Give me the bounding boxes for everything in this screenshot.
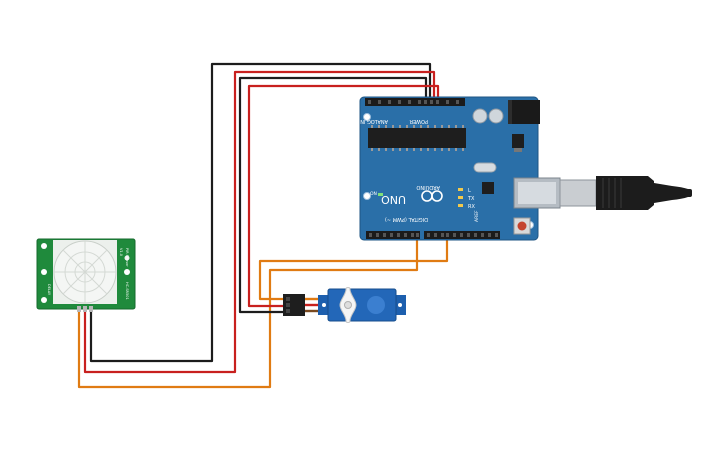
usb-cable[interactable] — [559, 176, 692, 210]
usb-plug-grip — [602, 178, 622, 208]
wire-pir-out[interactable] — [77, 230, 419, 389]
capacitor — [488, 108, 504, 124]
atmega-chip — [368, 128, 466, 148]
usb-controller-chip — [482, 182, 494, 194]
wires — [77, 62, 449, 389]
servo-motor[interactable] — [283, 287, 406, 323]
servo-mount-hole — [322, 303, 326, 307]
pir-mid-label: V1.0 — [119, 248, 123, 256]
arduino-model: UNO — [381, 193, 406, 206]
pir-top-label: PIR Sensor — [125, 248, 129, 267]
label-on: ON — [370, 191, 377, 197]
pir-mount-hole — [124, 269, 130, 275]
servo-leads — [305, 297, 318, 313]
led-l — [458, 188, 463, 191]
wire-pir-vcc[interactable] — [83, 70, 436, 374]
servo-body — [327, 288, 397, 322]
label-l: L — [468, 188, 471, 194]
usb-cable-end — [686, 189, 692, 197]
pir-bottom-label: DELAY — [47, 284, 51, 296]
pir-sensor[interactable]: PIR Sensor V1.0 HC-SR501 DELAY — [36, 238, 136, 312]
wire-servo-vcc[interactable] — [247, 84, 440, 308]
power-label: POWER — [409, 118, 428, 124]
pir-sensitivity-pot[interactable] — [124, 255, 130, 261]
power-header-pins — [368, 100, 459, 104]
digital-header-pins — [369, 233, 498, 237]
mount-hole — [363, 113, 371, 121]
power-jack-top — [508, 100, 512, 124]
regulator-tab — [514, 148, 522, 152]
pir-mount-hole — [41, 297, 47, 303]
arduino-brand: ARDUINO — [416, 184, 440, 190]
wire-servo-signal[interactable] — [258, 230, 449, 301]
analog-label: ANALOG IN — [360, 118, 388, 124]
arduino-uno-board[interactable]: POWER ANALOG IN — [359, 96, 561, 241]
capacitor — [472, 108, 488, 124]
label-tx: TX — [467, 196, 475, 202]
digital-label: DIGITAL (PWM ~) — [385, 216, 428, 222]
servo-gear-housing — [367, 296, 385, 314]
voltage-regulator — [512, 134, 524, 148]
led-rx — [458, 204, 463, 207]
chip-pins — [371, 125, 464, 151]
usb-strain-relief — [654, 183, 688, 203]
mount-hole — [363, 192, 371, 200]
servo-horn-hub — [344, 301, 352, 309]
led-on — [378, 193, 383, 196]
power-header[interactable] — [365, 98, 465, 106]
pir-mount-hole — [41, 269, 47, 275]
servo-mount-hole — [398, 303, 402, 307]
label-rx: RX — [468, 204, 475, 210]
pir-side-label: HC-SR501 — [125, 282, 129, 300]
usb-plug-body — [596, 176, 654, 210]
pir-pins[interactable] — [77, 306, 93, 312]
usb-plug-metal — [559, 179, 597, 207]
pir-lens-facets — [54, 241, 116, 303]
wire-pir-gnd[interactable] — [89, 62, 432, 363]
servo-connector-pin — [286, 309, 290, 313]
aref-label: AREF — [474, 210, 480, 222]
pir-mount-hole — [41, 243, 47, 249]
crystal — [473, 162, 497, 173]
reset-button[interactable] — [517, 221, 527, 231]
usb-port-inner — [518, 182, 556, 204]
led-tx — [458, 196, 463, 199]
servo-connector-pin — [286, 297, 290, 301]
dc-power-jack[interactable] — [510, 100, 540, 124]
arduino-logo — [421, 190, 443, 202]
servo-connector-pin — [286, 303, 290, 307]
